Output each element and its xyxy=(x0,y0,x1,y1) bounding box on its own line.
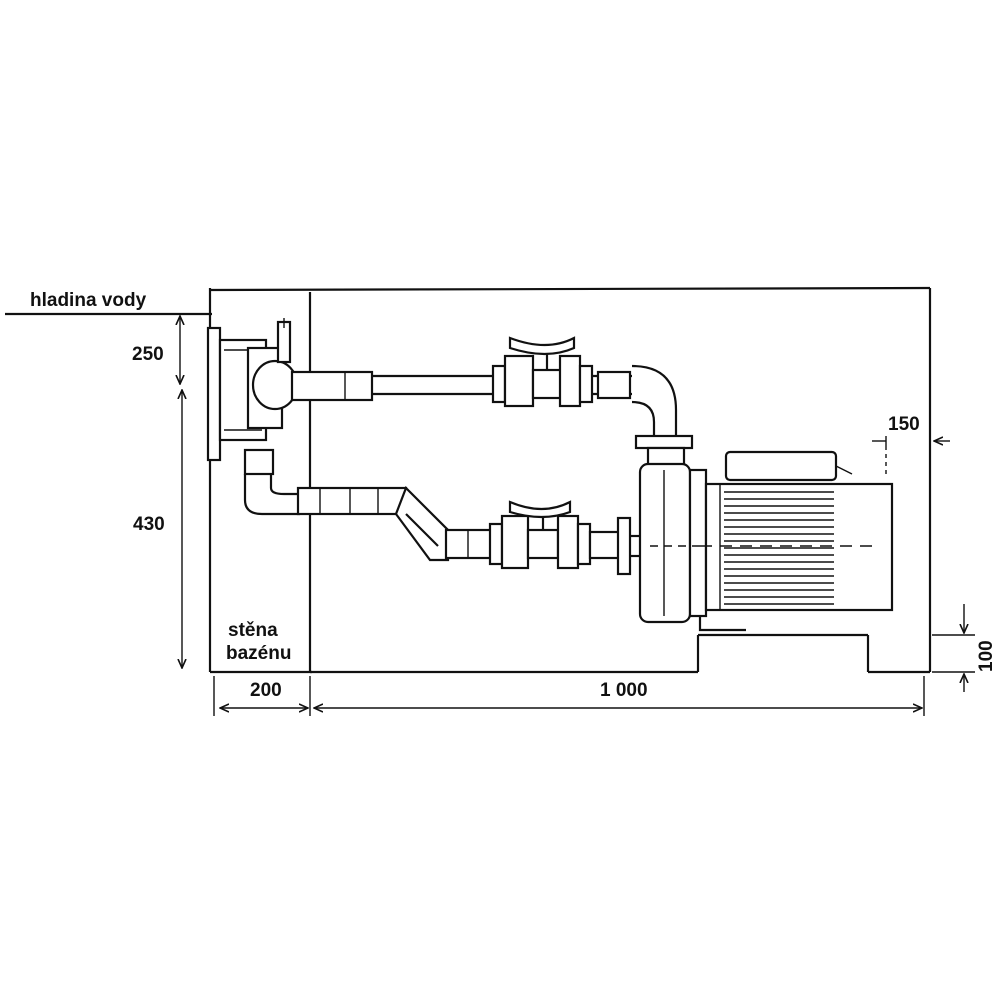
pump-housing xyxy=(638,462,746,632)
water-level-label: hladina vody xyxy=(30,290,147,311)
motor xyxy=(700,450,894,612)
dim-1000-label: 1 000 xyxy=(600,680,648,701)
upper-pipe xyxy=(290,336,694,468)
dim-430-label: 430 xyxy=(133,514,165,535)
dim-150: 150 xyxy=(872,414,950,476)
wall-fitting xyxy=(206,318,299,462)
water-level: hladina vody xyxy=(5,290,212,316)
dim-100: 100 xyxy=(932,604,997,692)
dim-200: 200 xyxy=(213,676,311,716)
dim-150-label: 150 xyxy=(888,414,920,435)
dim-100-label: 100 xyxy=(976,640,997,672)
motor-cooling-fins xyxy=(724,491,834,605)
dim-250-label: 250 xyxy=(132,344,164,365)
dim-250: 250 xyxy=(132,316,180,384)
pump-enclosure xyxy=(209,286,932,674)
dim-200-label: 200 xyxy=(250,680,282,701)
pool-wall-label-2: bazénu xyxy=(226,643,291,664)
dim-430: 430 xyxy=(133,390,182,668)
dim-1000: 1 000 xyxy=(314,676,925,716)
pool-wall-label-1: stěna xyxy=(228,620,278,641)
lower-pipe xyxy=(243,448,642,576)
